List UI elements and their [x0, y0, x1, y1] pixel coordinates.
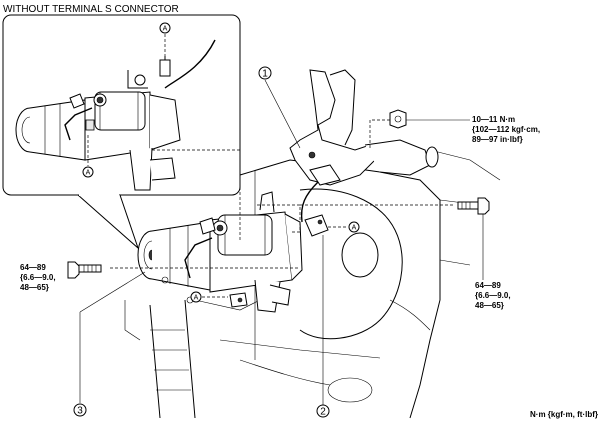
callout-1: [258, 66, 272, 80]
right-bolt-torque-line3: 48—65}: [475, 301, 504, 310]
svg-text:A: A: [194, 295, 199, 302]
nut-torque-line2: {102—112 kgf·cm,: [472, 125, 540, 134]
nut-torque-line1: 10—11 N·m: [472, 115, 515, 124]
left-bolt-torque-line3: 48—65}: [20, 283, 49, 292]
svg-text:A: A: [86, 170, 91, 177]
inset-starter-motor: [15, 70, 181, 191]
inset-wire: [164, 39, 216, 89]
svg-text:A: A: [352, 225, 357, 232]
right-mounting-bolt: [457, 197, 490, 215]
nut-torque-line3: 89—97 in·lbf}: [472, 135, 523, 144]
svg-text:3: 3: [77, 406, 83, 417]
callout-a-right: [348, 221, 360, 233]
callout-3: [73, 403, 87, 417]
svg-text:1: 1: [262, 69, 268, 80]
callout-a-lower: [190, 291, 202, 303]
starter-motor: [137, 191, 303, 313]
inset-title: WITHOUT TERMINAL S CONNECTOR: [3, 4, 179, 15]
terminal-connector: [304, 214, 329, 237]
right-bolt-torque-line2: {6.6—9.0,: [475, 291, 511, 300]
svg-text:2: 2: [320, 407, 326, 418]
right-bolt-torque-line1: 64—89: [475, 281, 501, 290]
inset-pointer: [77, 194, 140, 250]
callout-2: [316, 404, 330, 418]
left-mounting-bolt: [67, 261, 102, 279]
harness-wire: [300, 181, 319, 223]
inset-connector: [159, 59, 171, 77]
left-bolt-torque-line1: 64—89: [20, 263, 46, 272]
svg-text:A: A: [163, 26, 168, 33]
inset-callout-a-bottom: [82, 166, 94, 178]
inset-callout-a-top: [159, 22, 171, 34]
units-note: N·m {kgf·m, ft·lbf}: [530, 410, 598, 419]
nut-dashed-guide: [369, 119, 390, 148]
leader-1: [264, 79, 301, 149]
inset-detail: A A: [2, 14, 241, 250]
right-bolt-guide: [292, 204, 455, 233]
starter-bracket: [289, 69, 439, 186]
left-bolt-torque-line2: {6.6—9.0,: [20, 273, 56, 282]
bracket-nut: [389, 109, 407, 129]
upper-dashed-guide: [150, 149, 241, 240]
